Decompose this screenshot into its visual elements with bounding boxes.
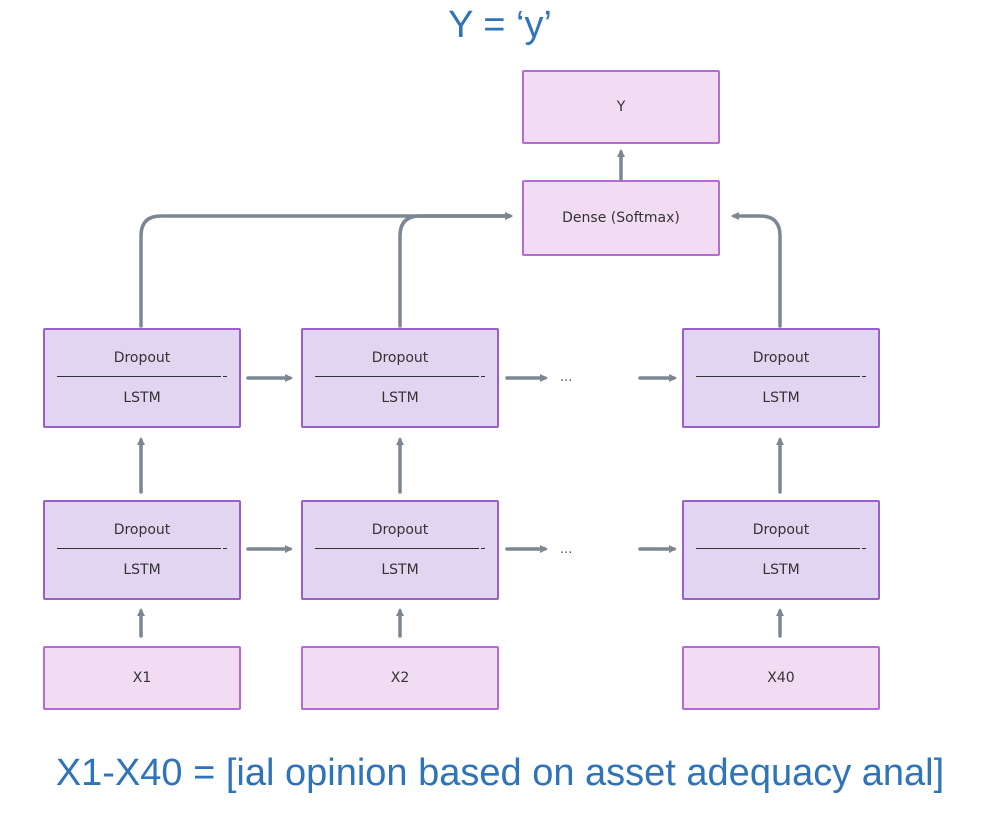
dropout-label: Dropout [113, 350, 171, 366]
arrow-lstm40-to-dense [731, 212, 782, 328]
input-label-x40: X40 [767, 670, 795, 686]
output-caption: Y = ‘y’ [448, 4, 552, 46]
dropout-label: Dropout [752, 350, 810, 366]
upper-lstm-box-1: Dropout LSTM [43, 328, 241, 428]
output-y-label: Y [616, 99, 626, 115]
dropout-label: Dropout [371, 350, 429, 366]
lstm-label: LSTM [123, 562, 161, 578]
arrow-lstm2-to-dense [398, 212, 513, 328]
lower-lstm-box-2: Dropout LSTM [301, 500, 499, 600]
upper-lstm-box-2: Dropout LSTM [301, 328, 499, 428]
dense-softmax-label: Dense (Softmax) [562, 210, 680, 226]
upper-row-ellipsis: ... [560, 370, 573, 385]
layer-divider [57, 548, 227, 550]
input-box-x1: X1 [43, 646, 241, 710]
layer-divider [315, 376, 485, 378]
arrow-lstm1-to-dense [139, 212, 513, 328]
lstm-label: LSTM [123, 390, 161, 406]
lower-lstm-box-40: Dropout LSTM [682, 500, 880, 600]
dropout-label: Dropout [752, 522, 810, 538]
lstm-label: LSTM [381, 562, 419, 578]
lstm-label: LSTM [762, 562, 800, 578]
input-box-x40: X40 [682, 646, 880, 710]
input-caption: X1-X40 = [ial opinion based on asset ade… [55, 752, 945, 794]
layer-divider [57, 376, 227, 378]
output-y-box: Y [522, 70, 720, 144]
lstm-label: LSTM [762, 390, 800, 406]
dropout-label: Dropout [113, 522, 171, 538]
input-label-x1: X1 [132, 670, 152, 686]
lstm-label: LSTM [381, 390, 419, 406]
layer-divider [696, 376, 866, 378]
upper-lstm-box-40: Dropout LSTM [682, 328, 880, 428]
layer-divider [696, 548, 866, 550]
layer-divider [315, 548, 485, 550]
dropout-label: Dropout [371, 522, 429, 538]
input-label-x2: X2 [390, 670, 410, 686]
dense-softmax-box: Dense (Softmax) [522, 180, 720, 256]
lower-lstm-box-1: Dropout LSTM [43, 500, 241, 600]
input-box-x2: X2 [301, 646, 499, 710]
lower-row-ellipsis: ... [560, 542, 573, 557]
